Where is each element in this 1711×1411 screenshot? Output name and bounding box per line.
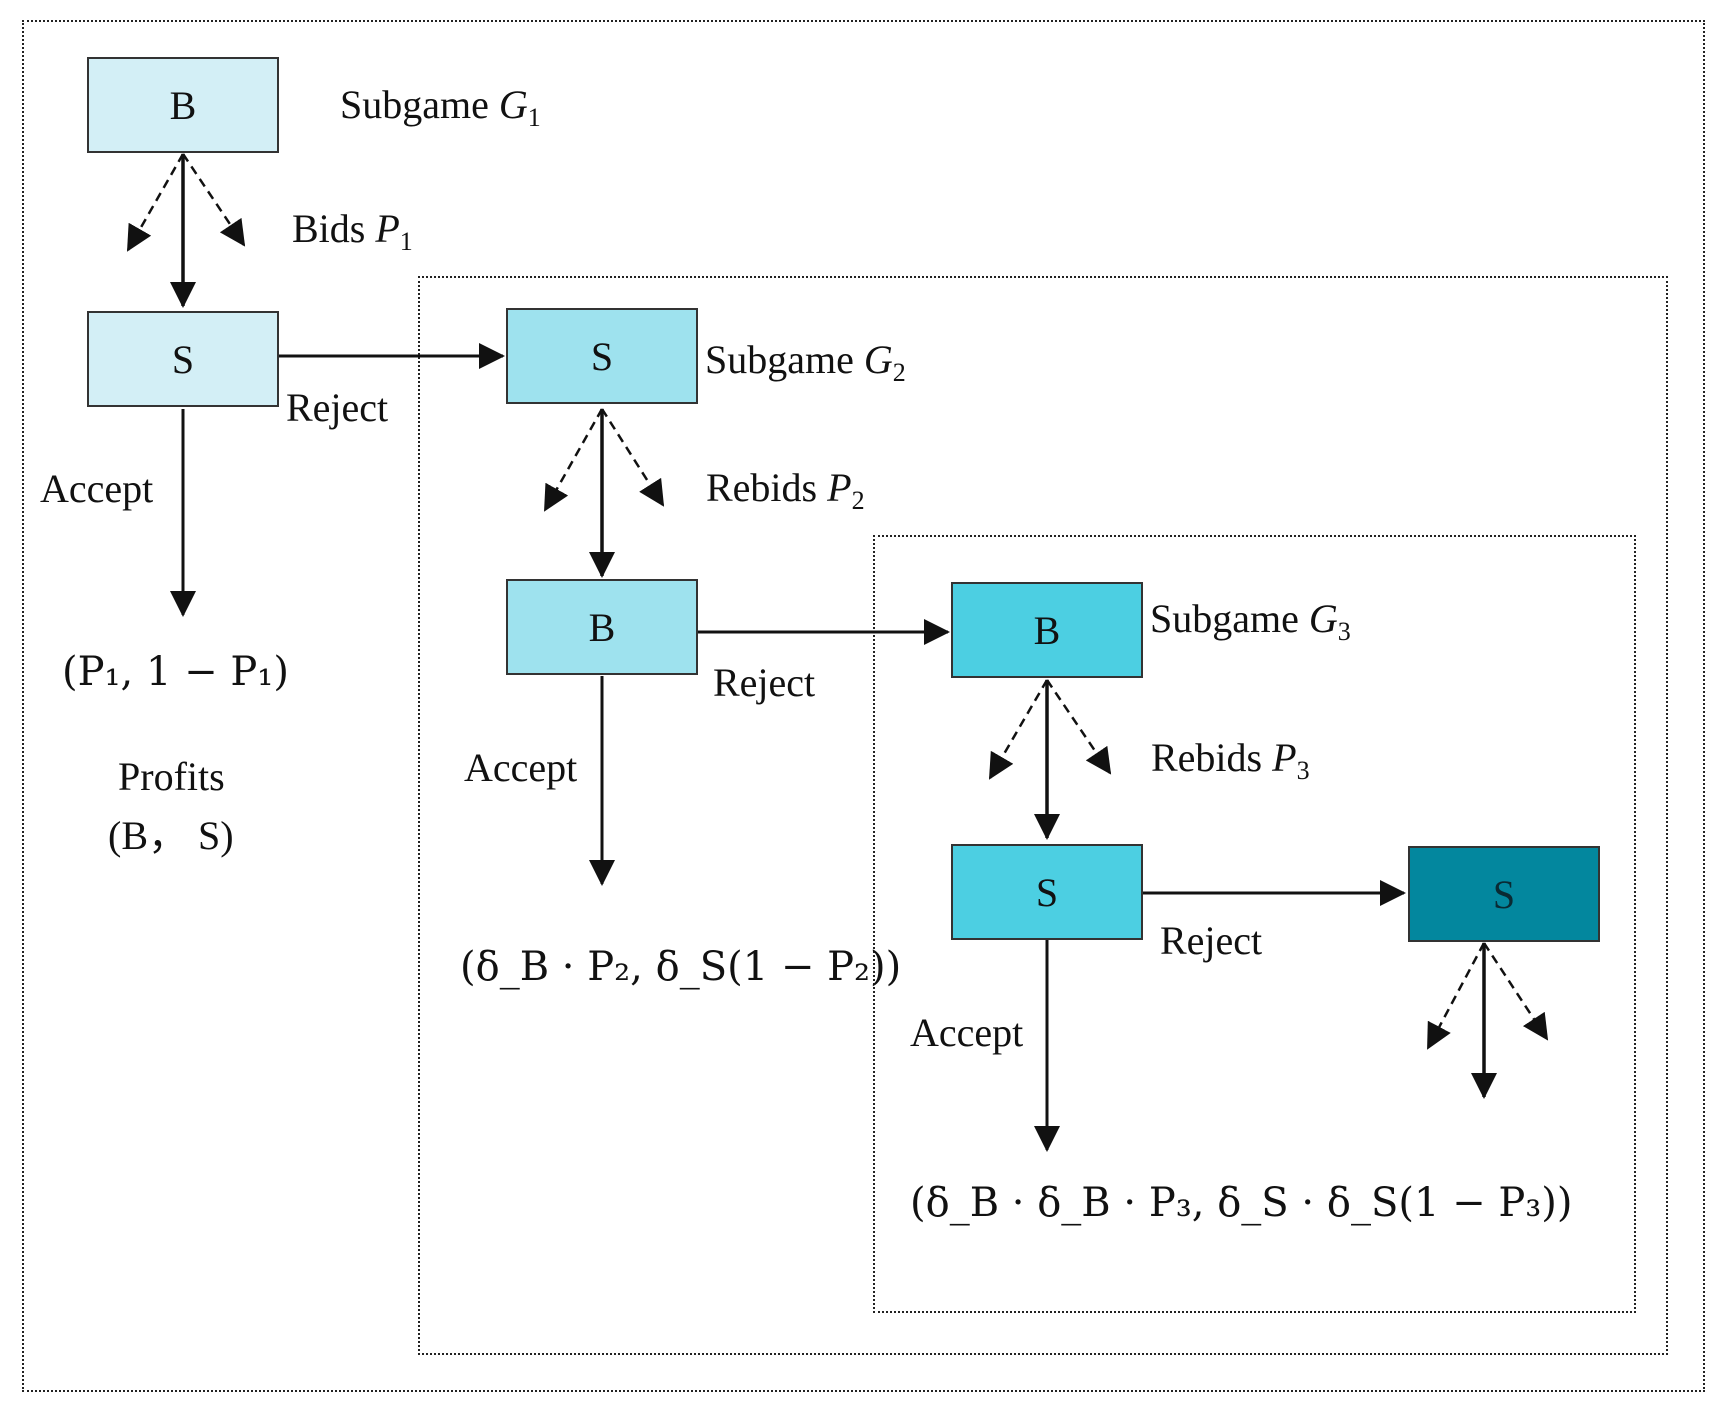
node-buyer-3: B [951, 582, 1143, 678]
subgame-label-3: Subgame G3 [1150, 596, 1351, 646]
accept-label-1: Accept [40, 466, 154, 511]
profits-pair: (B， S) [108, 813, 234, 858]
bid-label-1: Bids P1 [292, 206, 413, 256]
node-seller-2: S [506, 308, 698, 404]
reject-label-3: Reject [1160, 918, 1263, 963]
subgame-g2-frame [418, 276, 1668, 1355]
profits-title: Profits [118, 754, 225, 799]
accept-label-3: Accept [910, 1010, 1024, 1055]
bid-arrows-2 [543, 408, 665, 578]
bid-arrows-4 [1426, 942, 1549, 1099]
node-seller-3: S [951, 844, 1143, 940]
node-buyer-2: B [506, 579, 698, 675]
payoff-3: (δ_B · δ_B · P₃, δ_S · δ_S(1 − P₃)) [910, 1180, 1573, 1226]
node-buyer-1: B [87, 57, 279, 153]
payoff-1: (P₁, 1 − P₁) [62, 649, 289, 695]
subgame-label-1: Subgame G1 [340, 82, 541, 132]
accept-label-2: Accept [464, 745, 578, 790]
subgame-g3-frame [873, 535, 1636, 1313]
payoff-2: (δ_B · P₂, δ_S(1 − P₂)) [460, 944, 902, 990]
bid-arrows-1 [126, 153, 246, 308]
node-seller-4: S [1408, 846, 1600, 942]
reject-label-1: Reject [286, 385, 389, 430]
subgame-label-2: Subgame G2 [705, 337, 906, 387]
bid-label-3: Rebids P3 [1151, 735, 1310, 785]
bid-label-2: Rebids P2 [706, 465, 865, 515]
reject-label-2: Reject [713, 660, 816, 705]
node-seller-1: S [87, 311, 279, 407]
bid-arrows-3 [988, 679, 1112, 840]
subgame-g1-frame [22, 20, 1705, 1392]
